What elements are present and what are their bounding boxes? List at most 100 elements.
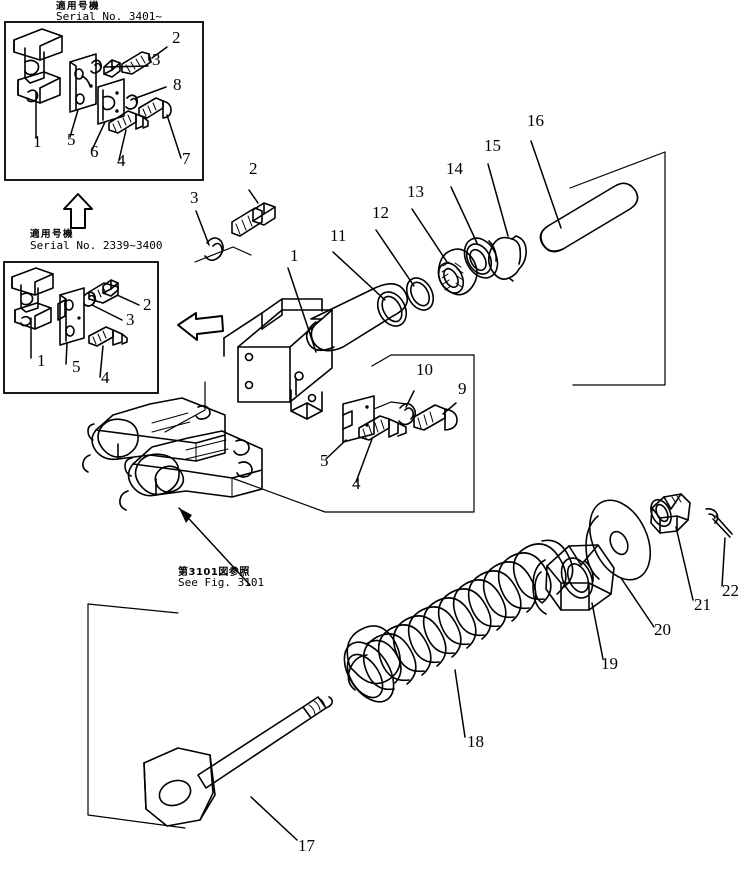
leader-main-17: [250, 796, 298, 841]
leader-main-9: [442, 402, 457, 415]
washer-10: [398, 402, 417, 426]
bolt-4-main: [358, 415, 407, 441]
leader-main-3: [195, 210, 210, 246]
up-arrow-icon: [63, 193, 93, 229]
reference-pointer-arrow: [178, 507, 251, 586]
callout-3-main: 3: [190, 188, 199, 207]
leader-inset-upper-7: [166, 114, 182, 159]
inset-upper-title-jp: 適用号機: [56, 0, 100, 12]
inset-upper-washer-8: [125, 94, 139, 110]
callout-15-main: 15: [484, 136, 501, 155]
callout-14-main: 14: [446, 159, 464, 178]
leader-main-5: [325, 439, 347, 460]
callout-5-inset-upper: 5: [67, 130, 76, 149]
inset-lower-title-en: Serial No. 2339~3400: [30, 239, 162, 252]
callout-13-main: 13: [407, 182, 424, 201]
callout-4-inset-lower: 4: [101, 368, 110, 387]
callout-frame-lower-top: [371, 354, 475, 367]
callout-frame-bolt17-left: [87, 603, 186, 829]
leader-main-2: [248, 189, 259, 204]
leader-main-15: [487, 163, 509, 237]
leader-main-10: [405, 390, 415, 408]
callout-frame-cylinder: [164, 246, 252, 433]
inset-lower-bolt-4: [88, 326, 128, 347]
arm-casting-assembly: [82, 397, 263, 511]
leader-inset-upper-3: [103, 65, 149, 68]
callout-22-main: 22: [722, 581, 738, 600]
callout-1-inset-upper: 1: [33, 132, 42, 151]
callout-1-inset-lower: 1: [37, 351, 46, 370]
hex-nut-19: [545, 544, 615, 611]
inset-upper-clamp-body: [13, 28, 63, 104]
leader-main-1: [287, 267, 317, 353]
bracket-5-main: [342, 395, 408, 443]
callout-16-main: 16: [527, 111, 544, 130]
leader-main-16: [530, 140, 562, 229]
leader-inset-lower-3: [91, 304, 123, 321]
callout-frame-lower: [231, 354, 475, 513]
callout-2-inset-lower: 2: [143, 295, 152, 314]
callout-21-main: 21: [694, 595, 711, 614]
bolt-2-main: [231, 202, 276, 237]
inset-upper-title-en: Serial No. 3401~: [56, 10, 162, 23]
coil-spring-18: [343, 539, 574, 703]
bolt-9: [413, 404, 458, 431]
leader-main-18: [454, 669, 466, 738]
leader-main-22: [721, 537, 726, 587]
leader-main-4: [355, 438, 373, 483]
leader-main-13: [411, 208, 448, 263]
leader-inset-lower-5: [65, 342, 68, 365]
inset-lower-title-jp: 適用号機: [30, 228, 74, 240]
callout-5-inset-lower: 5: [72, 357, 81, 376]
left-arrow-icon: [177, 312, 224, 341]
flat-washer-20: [585, 499, 652, 581]
callout-3-inset-lower: 3: [126, 310, 135, 329]
cylinder-housing-1: [223, 283, 409, 420]
leader-main-14: [450, 186, 478, 244]
seal-14: [463, 237, 499, 279]
callout-12-main: 12: [372, 203, 389, 222]
callout-3-inset-upper: 3: [152, 50, 161, 69]
callout-7-inset-upper: 7: [182, 149, 191, 168]
callout-11-main: 11: [330, 226, 346, 245]
callout-frame-bolt17: [87, 603, 179, 614]
inset-upper-bolt-7: [138, 97, 172, 119]
leader-main-21: [675, 526, 694, 601]
leader-inset-upper-5: [69, 109, 79, 138]
washer-partial-left: [532, 559, 547, 615]
reference-note-jp: 第3101図参照: [178, 565, 250, 578]
leader-inset-upper-6: [91, 121, 106, 151]
callout-2-main: 2: [249, 159, 258, 178]
callout-9-main: 9: [458, 379, 467, 398]
inset-upper-serial-3401: [4, 21, 204, 181]
inset-lower-serial-2339-3400: [3, 261, 159, 394]
callout-17-main: 17: [298, 836, 316, 855]
callout-5-main: 5: [320, 451, 329, 470]
washer-3-main: [204, 237, 224, 262]
inset-upper-plate-5: [69, 53, 97, 113]
leader-main-19: [591, 602, 604, 660]
callout-frame-pin-right: [572, 151, 666, 386]
snap-ring-15: [487, 235, 527, 282]
callout-6-inset-upper: 6: [90, 142, 99, 161]
oring-11: [376, 291, 408, 327]
nut-21: [650, 493, 691, 534]
reference-note-en: See Fig. 3101: [178, 576, 264, 589]
leader-inset-upper-2: [151, 46, 168, 59]
leader-inset-upper-8: [135, 86, 167, 99]
inset-lower-plate-5: [57, 287, 85, 346]
leader-inset-lower-2: [116, 294, 140, 306]
inset-upper-washer-3: [90, 59, 103, 74]
leader-main-12: [375, 229, 415, 287]
callout-frame-pin: [569, 151, 666, 189]
callout-4-inset-upper: 4: [117, 151, 126, 170]
callout-19-main: 19: [601, 654, 618, 673]
inset-upper-plate-6: [97, 78, 125, 125]
callout-1-main: 1: [290, 246, 299, 265]
inset-upper-bolt-2: [103, 51, 152, 78]
callout-4-main: 4: [352, 474, 361, 493]
callout-2-inset-upper: 2: [172, 28, 181, 47]
pin-16: [539, 182, 639, 253]
callout-18-main: 18: [467, 732, 484, 751]
